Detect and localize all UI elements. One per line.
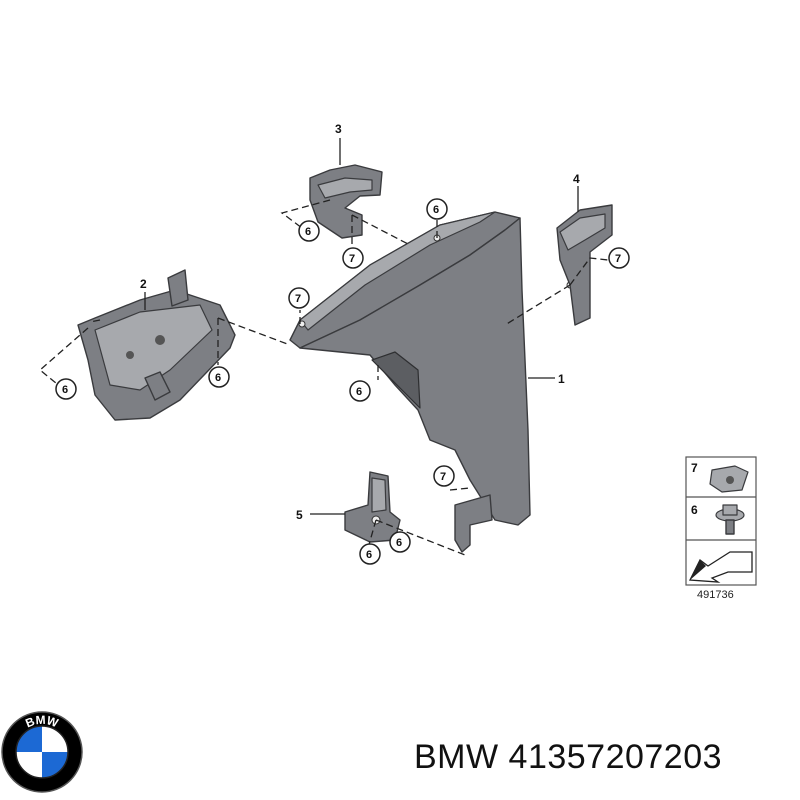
svg-text:6: 6: [433, 204, 439, 216]
svg-text:6: 6: [356, 386, 362, 398]
legend-label-clip-nut: 7: [691, 461, 698, 475]
svg-text:7: 7: [349, 253, 355, 265]
callout-6-bracket5-left: 6: [359, 543, 381, 565]
callout-6-left: 6: [55, 378, 77, 400]
svg-text:6: 6: [215, 372, 221, 384]
svg-text:7: 7: [440, 471, 446, 483]
screw-icon: [715, 504, 745, 535]
svg-text:6: 6: [396, 537, 402, 549]
label-part-2: 2: [140, 277, 147, 291]
svg-text:6: 6: [62, 384, 68, 396]
fastener-guide-lines: [38, 199, 609, 556]
callout-7-bracket4: 7: [608, 247, 630, 269]
part-fender-panel: [289, 211, 574, 553]
callout-7-bracket2: 7: [288, 287, 310, 309]
label-part-5: 5: [296, 508, 303, 522]
svg-text:6: 6: [366, 549, 372, 561]
part-bracket-2: [77, 269, 236, 421]
reference-code: 491736: [697, 589, 734, 601]
fastener-legend: 7 6: [685, 456, 757, 586]
svg-text:6: 6: [305, 226, 311, 238]
callout-6-top: 6: [426, 198, 448, 220]
bmw-logo: BMW: [1, 711, 83, 793]
svg-text:7: 7: [295, 293, 301, 305]
label-part-4: 4: [573, 172, 580, 186]
label-part-1: 1: [558, 372, 565, 386]
callout-7-bracket3: 7: [342, 247, 364, 269]
direction-arrow-icon: [688, 551, 753, 583]
legend-label-screw: 6: [691, 503, 698, 517]
callout-7-lower: 7: [433, 465, 455, 487]
label-part-3: 3: [335, 122, 342, 136]
callout-6-fender: 6: [349, 380, 371, 402]
callout-6-bracket3: 6: [298, 220, 320, 242]
svg-text:7: 7: [615, 253, 621, 265]
callout-6-bracket2: 6: [208, 366, 230, 388]
leader-lines: [144, 138, 579, 515]
clip-nut-icon: [709, 465, 749, 493]
callout-6-bracket5-right: 6: [389, 531, 411, 553]
part-bracket-3: [309, 164, 383, 239]
part-number-caption: BMW 41357207203: [414, 738, 723, 776]
